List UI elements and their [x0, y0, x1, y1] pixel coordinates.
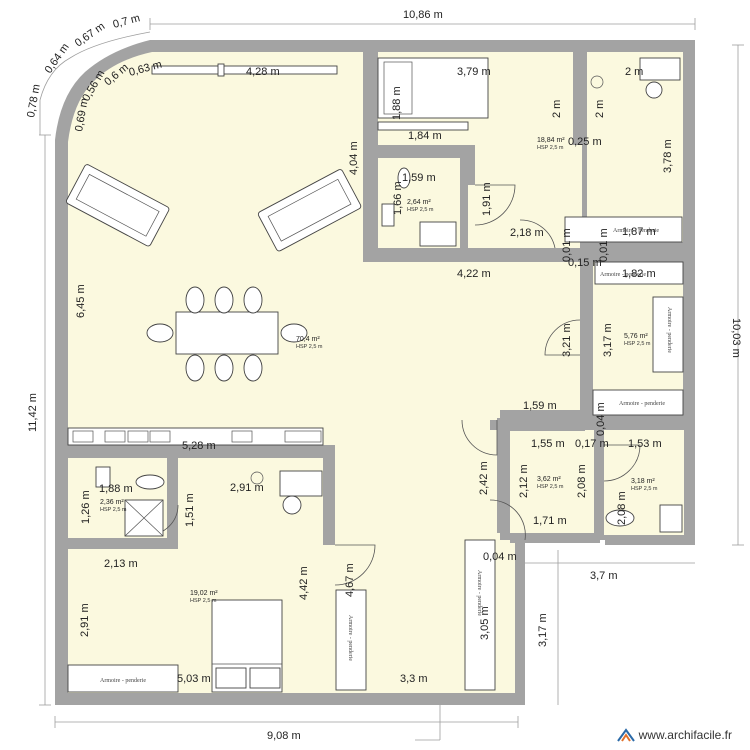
- dim-desk-w: 2,91 m: [230, 482, 264, 494]
- dim-sdb-h2: 1,51 m: [184, 493, 196, 527]
- area-wc-room: 3,62 m²: [537, 476, 561, 483]
- wardrobe-label-1: Armoire - penderie: [613, 228, 659, 234]
- wardrobe-labels: Armoire - penderie Armoire - penderie Ar…: [100, 228, 672, 684]
- dim-ext-w: 3,7 m: [590, 570, 618, 582]
- dim-hall-w: 1,59 m: [523, 400, 557, 412]
- dim-sdb-h: 1,26 m: [80, 490, 92, 524]
- dim-wc-h2: 2,12 m: [518, 464, 530, 498]
- kitchen-counter: [67, 427, 324, 446]
- dim-office-right: 3,78 m: [662, 139, 674, 173]
- dim-bed-left: 2,91 m: [79, 603, 91, 637]
- hsp-dressing: HSP 2,5 m: [624, 341, 651, 347]
- wardrobe-label-6: Armoire - penderie: [347, 615, 353, 661]
- dim-bed-h2: 4,67 m: [344, 563, 356, 597]
- dim-wc-h1: 2,42 m: [478, 461, 490, 495]
- dim-overall-top: 10,86 m: [403, 9, 443, 21]
- dim-wc-w1: 1,55 m: [531, 438, 565, 450]
- dim-bay-3: 0,64 m: [43, 41, 72, 75]
- dim-sdb-w: 1,88 m: [99, 483, 133, 495]
- sofa-left: [66, 164, 170, 247]
- dim-hall-h2: 3,17 m: [602, 323, 614, 357]
- dim-office-w: 2 m: [625, 66, 643, 78]
- dim-overall-right: 10,03 m: [730, 318, 742, 358]
- watermark[interactable]: www.archifacile.fr: [616, 728, 732, 742]
- dim-wardrobe-2: 1,82 m: [622, 268, 656, 280]
- dim-ext-h: 3,17 m: [537, 613, 549, 647]
- dim-door-a: 1,91 m: [481, 182, 493, 216]
- area-bedroom: 19,02 m²: [190, 590, 218, 597]
- dim-bath-small-h: 1,66 m: [392, 181, 404, 215]
- hsp-top-room: HSP 2,5 m: [537, 145, 564, 151]
- dim-entry-gap: 0,04 m: [483, 551, 517, 563]
- dim-tiny-2: 0,01 m: [598, 228, 610, 262]
- hsp-sdb: HSP 2,5 m: [100, 507, 127, 513]
- dim-sdb-bottom: 2,13 m: [104, 558, 138, 570]
- dim-door-b: 2,18 m: [510, 227, 544, 239]
- dim-living-top: 4,28 m: [246, 66, 280, 78]
- dim-bed-bottom2: 3,3 m: [400, 673, 428, 685]
- wardrobe-label-5: Armoire - penderie: [666, 307, 672, 353]
- dim-closet-w: 1,84 m: [408, 130, 442, 142]
- dim-overall-bottom: 9,08 m: [267, 730, 301, 742]
- area-top-room: 18,84 m²: [537, 137, 565, 144]
- dim-living-left: 6,45 m: [75, 284, 87, 318]
- area-sdb: 2,36 m²: [100, 499, 124, 506]
- area-shower-room: 3,18 m²: [631, 478, 655, 485]
- dim-bed-bottom: 5,03 m: [177, 673, 211, 685]
- dim-hall-gap: 0,04 m: [595, 402, 607, 436]
- area-small-bath: 2,64 m²: [407, 199, 431, 206]
- dim-office-h1: 2 m: [551, 100, 563, 118]
- dim-top-room: 3,79 m: [457, 66, 491, 78]
- dim-bed-h: 4,42 m: [298, 566, 310, 600]
- interior-walls: [55, 45, 695, 549]
- dim-overall-left: 11,42 m: [27, 393, 39, 432]
- area-living: 70,4 m²: [296, 336, 320, 343]
- area-dressing: 5,76 m²: [624, 333, 648, 340]
- furniture: [66, 57, 684, 693]
- room-labels: 70,4 m² HSP 2,5 m 18,84 m² HSP 2,5 m 2,6…: [100, 137, 658, 604]
- hsp-living: HSP 2,5 m: [296, 344, 323, 350]
- wardrobe-label-4: Armoire - penderie: [100, 678, 146, 684]
- dim-living-bottom: 5,28 m: [182, 440, 216, 452]
- hsp-small-bath: HSP 2,5 m: [407, 207, 434, 213]
- dim-closet-h: 1,88 m: [391, 86, 403, 120]
- hsp-shower-room: HSP 2,5 m: [631, 486, 658, 492]
- watermark-text: www.archifacile.fr: [638, 728, 732, 742]
- dim-office-h2: 2 m: [594, 100, 606, 118]
- dim-bath-small-w: 1,59 m: [402, 172, 436, 184]
- dim-bay-1: 0,7 m: [112, 12, 142, 31]
- dim-wc-bottom: 1,71 m: [533, 515, 567, 527]
- hsp-bedroom: HSP 2,5 m: [190, 598, 217, 604]
- sofa-right: [257, 169, 362, 252]
- dim-office-gap: 0,25 m: [568, 136, 602, 148]
- dim-hall-h1: 3,21 m: [561, 323, 573, 357]
- exterior-dimension-lines: [39, 18, 744, 741]
- dim-tiny-1: 0,01 m: [561, 228, 573, 262]
- archifacile-logo-icon: [616, 728, 635, 742]
- dim-bay-inner-4: 0,69 m: [73, 97, 91, 132]
- dim-bay-2: 0,67 m: [73, 20, 107, 49]
- wardrobe-label-7: Armoire - penderie: [476, 570, 482, 616]
- wardrobe-label-2: Armoire - penderie: [600, 272, 646, 278]
- dim-wc-w2: 1,53 m: [628, 438, 662, 450]
- dim-tiny-3: 0,15 m: [568, 257, 602, 269]
- dining-table: [175, 311, 279, 355]
- dim-bay-4: 0,78 m: [25, 83, 43, 118]
- wardrobe-label-3: Armoire - penderie: [619, 401, 665, 407]
- dim-wc-h4: 2,08 m: [616, 491, 628, 525]
- dim-entry-h: 3,05 m: [479, 606, 491, 640]
- dim-wc-gap: 0,17 m: [575, 438, 609, 450]
- dim-living-right: 4,04 m: [348, 141, 360, 175]
- dim-corridor-w: 4,22 m: [457, 268, 491, 280]
- dim-wardrobe-1: 1,87 m: [622, 226, 656, 238]
- hsp-wc-room: HSP 2,5 m: [537, 484, 564, 490]
- dim-wc-h3: 2,08 m: [576, 464, 588, 498]
